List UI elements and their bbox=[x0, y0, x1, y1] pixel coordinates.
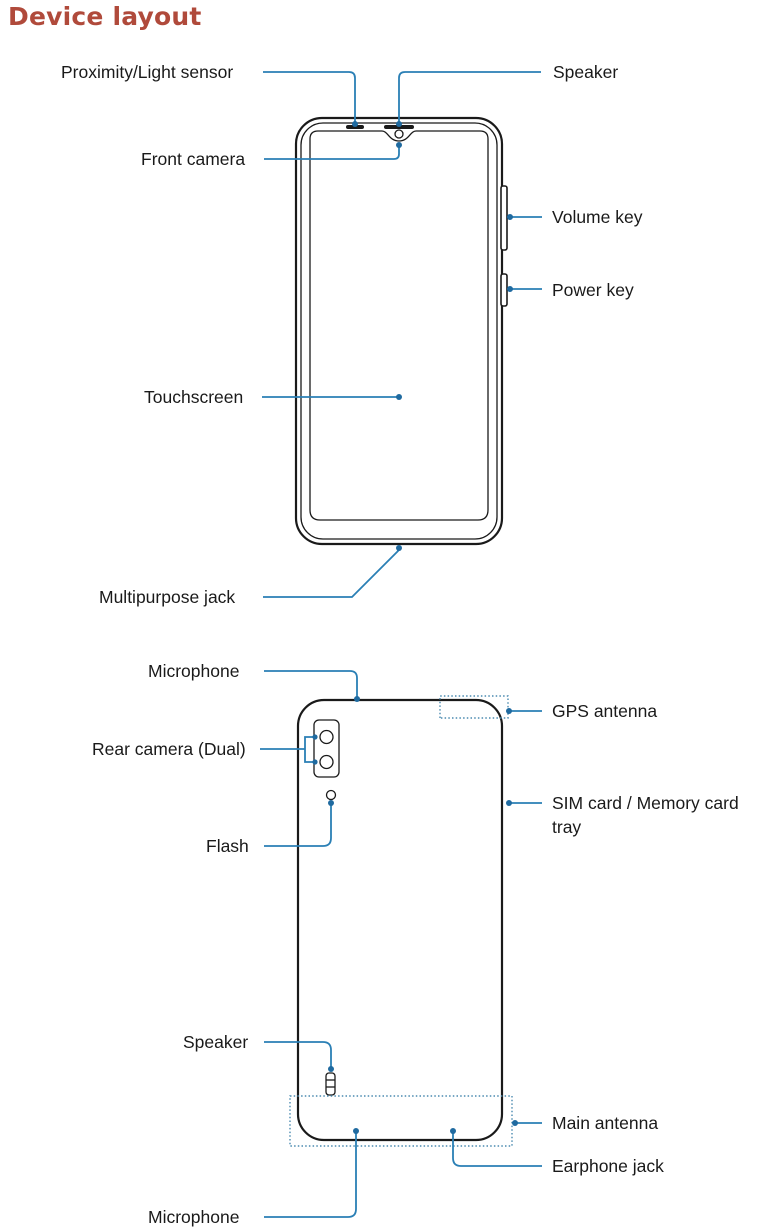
touchscreen-label: Touchscreen bbox=[144, 387, 243, 407]
power-key-callout: Power key bbox=[507, 280, 634, 300]
proximity-sensor-dot bbox=[352, 121, 358, 127]
back-phone-illustration bbox=[289, 695, 513, 1147]
front-phone-illustration bbox=[294, 116, 508, 546]
main-antenna-area bbox=[289, 1095, 513, 1147]
microphone-bottom-dot bbox=[353, 1128, 359, 1134]
gps-antenna-label: GPS antenna bbox=[552, 701, 657, 721]
rear-camera-callout: Rear camera (Dual) bbox=[92, 734, 318, 765]
volume-key-label: Volume key bbox=[552, 207, 643, 227]
volume-key-shape bbox=[500, 185, 508, 251]
microphone-top-callout: Microphone bbox=[148, 661, 360, 702]
touchscreen-callout: Touchscreen bbox=[144, 387, 402, 407]
main-antenna-label: Main antenna bbox=[552, 1113, 658, 1133]
rear-camera-lens-bottom bbox=[319, 754, 334, 770]
power-key-dot bbox=[507, 286, 513, 292]
front-camera-dot bbox=[396, 142, 402, 148]
earphone-jack-callout: Earphone jack bbox=[450, 1128, 664, 1176]
rear-camera-label: Rear camera (Dual) bbox=[92, 739, 246, 759]
front-speaker-label: Speaker bbox=[553, 62, 618, 82]
gps-antenna-area bbox=[439, 695, 509, 719]
volume-key-dot bbox=[507, 214, 513, 220]
earphone-jack-label: Earphone jack bbox=[552, 1156, 664, 1176]
sim-tray-callout: SIM card / Memory card tray bbox=[506, 793, 739, 837]
proximity-sensor-callout: Proximity/Light sensor bbox=[61, 62, 358, 127]
front-camera-label: Front camera bbox=[141, 149, 245, 169]
flash-callout: Flash bbox=[206, 800, 334, 856]
rear-speaker-dot bbox=[328, 1066, 334, 1072]
proximity-sensor-label: Proximity/Light sensor bbox=[61, 62, 233, 82]
multipurpose-jack-dot bbox=[396, 545, 402, 551]
back-phone-body bbox=[296, 698, 504, 1142]
earphone-jack-dot bbox=[450, 1128, 456, 1134]
microphone-top-label: Microphone bbox=[148, 661, 239, 681]
rear-speaker-callout: Speaker bbox=[183, 1032, 334, 1072]
flash-label: Flash bbox=[206, 836, 249, 856]
front-camera-lens bbox=[394, 129, 404, 139]
power-key-shape bbox=[500, 273, 508, 307]
power-key-label: Power key bbox=[552, 280, 634, 300]
main-antenna-dot bbox=[512, 1120, 518, 1126]
multipurpose-jack-callout: Multipurpose jack bbox=[99, 545, 402, 607]
rear-camera-dot-top bbox=[312, 734, 318, 740]
page-title: Device layout bbox=[8, 2, 202, 31]
front-camera-callout: Front camera bbox=[141, 142, 402, 169]
rear-camera-lens-top bbox=[319, 729, 334, 745]
sim-tray-dot bbox=[506, 800, 512, 806]
microphone-bottom-label: Microphone bbox=[148, 1207, 239, 1227]
flash-shape bbox=[325, 789, 337, 801]
rear-speaker-label: Speaker bbox=[183, 1032, 248, 1052]
front-speaker-callout: Speaker bbox=[396, 62, 618, 127]
rear-camera-module bbox=[313, 719, 340, 778]
touchscreen-dot bbox=[396, 394, 402, 400]
main-antenna-callout: Main antenna bbox=[512, 1113, 658, 1133]
rear-speaker-grille bbox=[325, 1072, 336, 1096]
front-speaker-dot bbox=[396, 121, 402, 127]
microphone-bottom-callout: Microphone bbox=[148, 1128, 359, 1227]
flash-dot bbox=[328, 800, 334, 806]
front-screen-outline bbox=[309, 130, 489, 521]
gps-antenna-dot bbox=[506, 708, 512, 714]
microphone-top-dot bbox=[354, 696, 360, 702]
multipurpose-jack-label: Multipurpose jack bbox=[99, 587, 235, 607]
front-phone-bezel bbox=[300, 122, 498, 540]
front-phone-body bbox=[294, 116, 504, 546]
rear-camera-dot-bottom bbox=[312, 759, 318, 765]
sim-tray-label-line1: SIM card / Memory card bbox=[552, 793, 739, 813]
sim-tray-label-line2: tray bbox=[552, 817, 581, 837]
volume-key-callout: Volume key bbox=[507, 207, 643, 227]
gps-antenna-callout: GPS antenna bbox=[506, 701, 657, 721]
